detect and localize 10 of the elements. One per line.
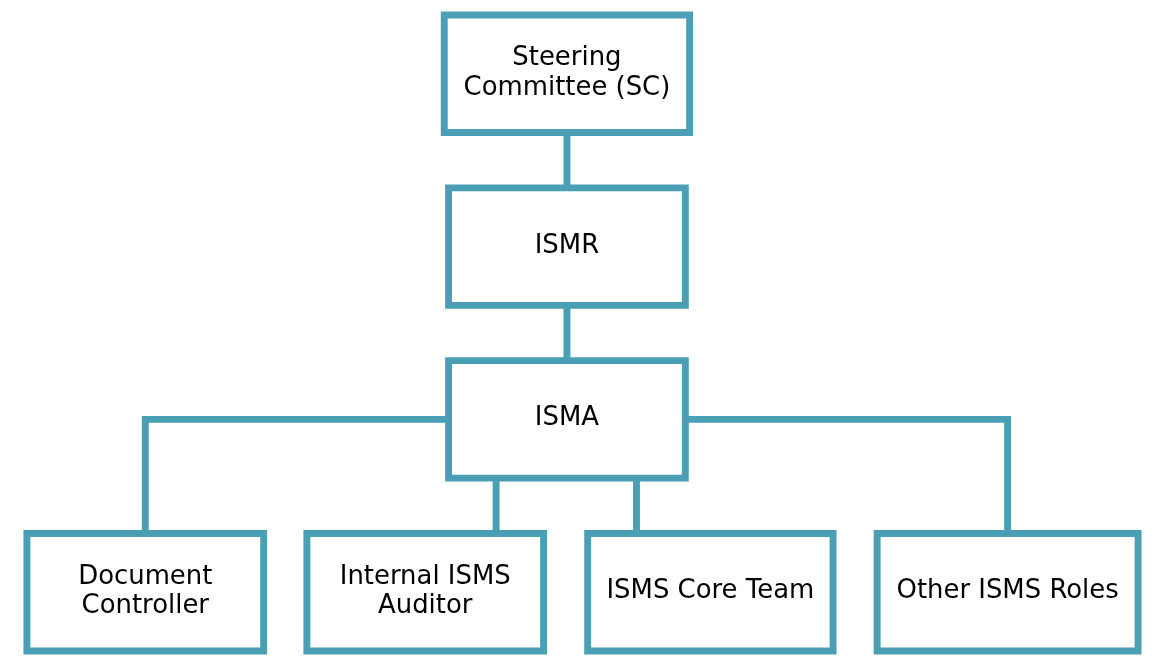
node-box: ISMA — [444, 357, 689, 482]
connector — [632, 478, 640, 533]
connector — [492, 478, 500, 533]
node-box: ISMS Core Team — [583, 530, 837, 655]
node-box: ISMR — [444, 184, 689, 309]
node-box: Other ISMS Roles — [873, 530, 1142, 655]
node-box: Internal ISMS Auditor — [302, 530, 547, 655]
node-box: Document Controller — [22, 530, 267, 655]
connector — [563, 305, 570, 361]
node-box: Steering Committee (SC) — [440, 11, 693, 136]
